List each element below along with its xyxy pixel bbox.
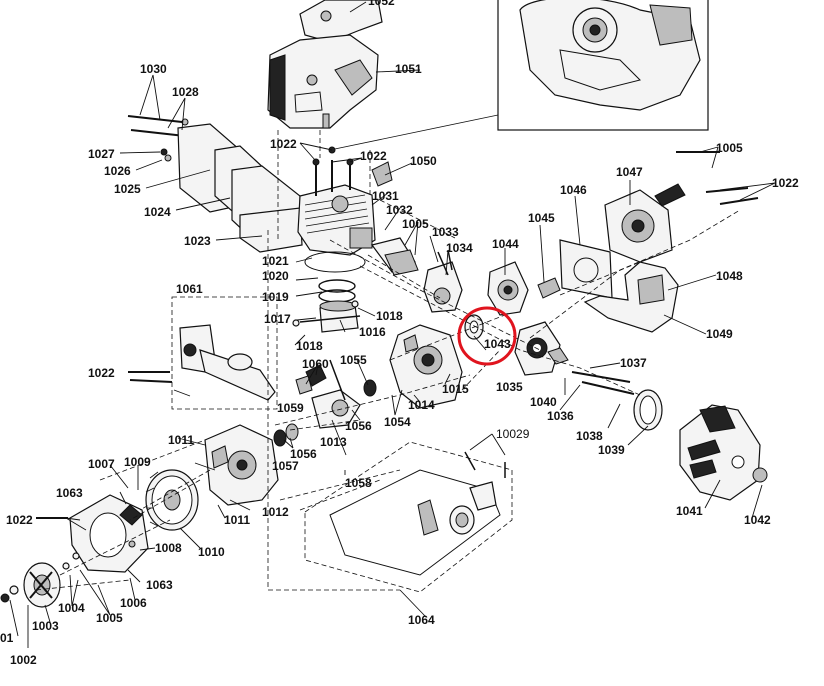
label-1022-fan: 1022 (6, 513, 33, 527)
label-1021: 1021 (262, 254, 289, 268)
label-1014: 1014 (408, 398, 435, 412)
label-1060: 1060 (302, 357, 329, 371)
label-1033: 1033 (432, 225, 459, 239)
label-1026: 1026 (104, 164, 131, 178)
label-1056-right: 1056 (345, 419, 372, 433)
label-1007: 1007 (88, 457, 115, 471)
label-1025: 1025 (114, 182, 141, 196)
label-1002: 1002 (10, 653, 37, 667)
label-1010: 1010 (198, 545, 225, 559)
label-1054: 1054 (384, 415, 411, 429)
label-1048: 1048 (716, 269, 743, 283)
crankshaft-assembly (273, 359, 377, 447)
crankcase-left (204, 424, 279, 506)
label-1063-top: 1063 (56, 486, 83, 500)
recoil-starter-assembly (583, 151, 759, 333)
fuel-tank (304, 441, 513, 593)
label-1005-fan: 1005 (96, 611, 123, 625)
label-10029: 10029 (496, 427, 530, 441)
label-1022-top: 1022 (270, 137, 297, 151)
label-1001: 01 (0, 631, 14, 645)
throttle-bracket (128, 296, 278, 410)
label-1011-bottom: 1011 (224, 513, 250, 527)
label-1041: 1041 (676, 504, 703, 518)
label-1022-bracket: 1022 (88, 366, 115, 380)
label-1023: 1023 (184, 234, 211, 248)
label-1037: 1037 (620, 356, 647, 370)
label-1047: 1047 (616, 165, 643, 179)
label-1012: 1012 (262, 505, 289, 519)
label-1019: 1019 (262, 290, 289, 304)
label-1018-left: 1018 (296, 339, 323, 353)
fan-housing (36, 494, 149, 573)
label-1022-starter: 1022 (772, 176, 799, 190)
label-1024: 1024 (144, 205, 171, 219)
label-1020: 1020 (262, 269, 289, 283)
cylinder (297, 146, 393, 256)
label-1018-right: 1018 (376, 309, 403, 323)
label-1046: 1046 (560, 183, 587, 197)
label-1030: 1030 (140, 62, 167, 76)
label-1057: 1057 (272, 459, 299, 473)
ignition-parts (464, 314, 569, 376)
clutch-cover-assembly (571, 371, 768, 501)
carburetor-assembly (370, 237, 463, 313)
label-1052: 1052 (368, 0, 395, 8)
label-1042: 1042 (744, 513, 771, 527)
starter-pulley (0, 562, 61, 608)
label-1061: 1061 (176, 282, 203, 296)
label-1005-carb: 1005 (402, 217, 429, 231)
label-1027: 1027 (88, 147, 115, 161)
label-1044: 1044 (492, 237, 519, 251)
label-1035: 1035 (496, 380, 523, 394)
label-1011-top: 1011 (168, 433, 194, 447)
cylinder-cover-assembly (267, 0, 383, 129)
label-1040: 1040 (530, 395, 557, 409)
label-1045: 1045 (528, 211, 555, 225)
label-1064: 1064 (408, 613, 435, 627)
label-1009: 1009 (124, 455, 151, 469)
label-1058: 1058 (345, 476, 372, 490)
assembly-guide-lines (35, 130, 741, 591)
label-1055: 1055 (340, 353, 367, 367)
inset-detail-view (329, 0, 709, 151)
label-1059: 1059 (277, 401, 304, 415)
label-1006: 1006 (120, 596, 147, 610)
label-1017: 1017 (264, 312, 291, 326)
label-1050: 1050 (410, 154, 437, 168)
label-1015: 1015 (442, 382, 469, 396)
piston-assembly (292, 251, 366, 333)
label-1043: 1043 (484, 337, 511, 351)
label-1008: 1008 (155, 541, 182, 555)
leader-lines (9, 1, 776, 648)
label-1005-starter: 1005 (716, 141, 743, 155)
label-1056-left: 1056 (290, 447, 317, 461)
part-labels: 1052 1051 1030 1028 1027 1026 1025 1024 … (0, 0, 799, 667)
label-1034: 1034 (446, 241, 473, 255)
label-1063-bottom: 1063 (146, 578, 173, 592)
label-1013: 1013 (320, 435, 347, 449)
label-1022-top-right: 1022 (360, 149, 387, 163)
air-filter-assembly (127, 115, 303, 253)
highlight-circle (457, 306, 517, 366)
crankcase (389, 324, 463, 409)
label-1004: 1004 (58, 601, 85, 615)
label-1039: 1039 (598, 443, 625, 457)
label-1032: 1032 (386, 203, 413, 217)
label-1038: 1038 (576, 429, 603, 443)
flywheel (145, 469, 199, 531)
label-1036: 1036 (547, 409, 574, 423)
label-1028: 1028 (172, 85, 199, 99)
label-1031: 1031 (372, 189, 399, 203)
label-1049: 1049 (706, 327, 733, 341)
intake-parts (487, 239, 613, 316)
label-1003: 1003 (32, 619, 59, 633)
label-1016: 1016 (359, 325, 386, 339)
label-1051: 1051 (395, 62, 422, 76)
